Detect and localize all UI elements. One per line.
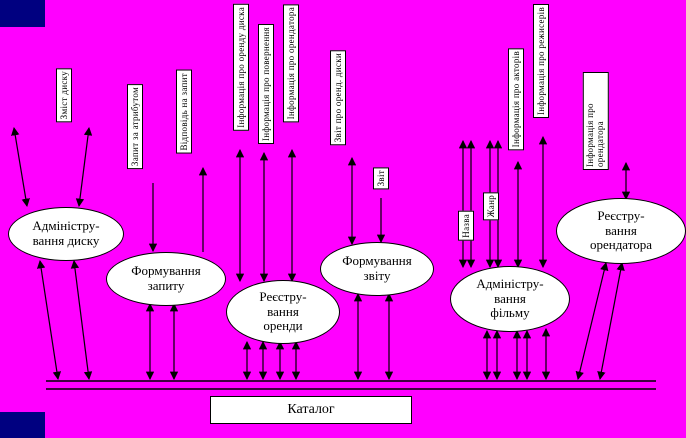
process-admin-filmu: Адміністру- вання фільму (450, 266, 570, 332)
flow-label-zvit-pro-orend-dysky: Звіт про оренд. диски (330, 50, 346, 146)
process-label: Адміністру- вання диску (32, 218, 100, 248)
arrow (36, 259, 62, 381)
flow-label-info-povernennya: Інформація про повернення (258, 24, 274, 145)
corner-block-top-left (0, 0, 45, 27)
arrow (11, 126, 30, 208)
flow-label-zapyt-za-atrybutom: Запит за атрибутом (127, 84, 143, 170)
process-label: Адміністру- вання фільму (476, 275, 544, 321)
arrow (75, 126, 93, 208)
datastore-lines (46, 380, 656, 390)
process-reestr-orendatora: Реєстру- вання орендатора (556, 198, 686, 264)
flow-label-zmist-dysku: Зміст диску (56, 68, 72, 123)
flow-label-info-rezhyseriv: Інформація про режисерів (533, 4, 549, 118)
process-label: Реєстру- вання орендатора (589, 207, 653, 253)
process-admin-dysku: Адміністру- вання диску (8, 207, 124, 261)
flow-label-nazva: Назва (458, 211, 474, 241)
flow-label-info-orendu-dyska: Інформація про оренду диска (233, 4, 249, 131)
flow-arrows (11, 126, 656, 390)
process-label: Формування звіту (342, 253, 412, 283)
arrow (597, 261, 625, 381)
datastore-katalog: Каталог (210, 396, 412, 424)
flow-label-info-orendatora-right: Інформація про орендатора (583, 72, 609, 170)
arrow (575, 261, 609, 381)
corner-block-bottom-left (0, 412, 45, 438)
arrow (70, 259, 93, 381)
flow-label-zvit: Звіт (373, 167, 389, 190)
process-form-zapytu: Формування запиту (106, 252, 226, 306)
datastore-label-text: Каталог (287, 402, 335, 417)
flow-label-info-aktoriv: Інформація про акторів (508, 48, 524, 151)
process-label: Реєстру- вання оренди (259, 288, 307, 334)
process-form-zvitu: Формування звіту (320, 242, 434, 296)
flow-label-vidpovid-na-zapyt: Відповідь на запит (176, 70, 192, 154)
flow-label-info-orendatora-left: Інформація про орендатора (283, 4, 299, 123)
process-label: Формування запиту (131, 263, 201, 293)
process-reestr-orendy: Реєстру- вання оренди (226, 280, 340, 344)
flow-label-zhanr: Жанр (483, 192, 499, 221)
